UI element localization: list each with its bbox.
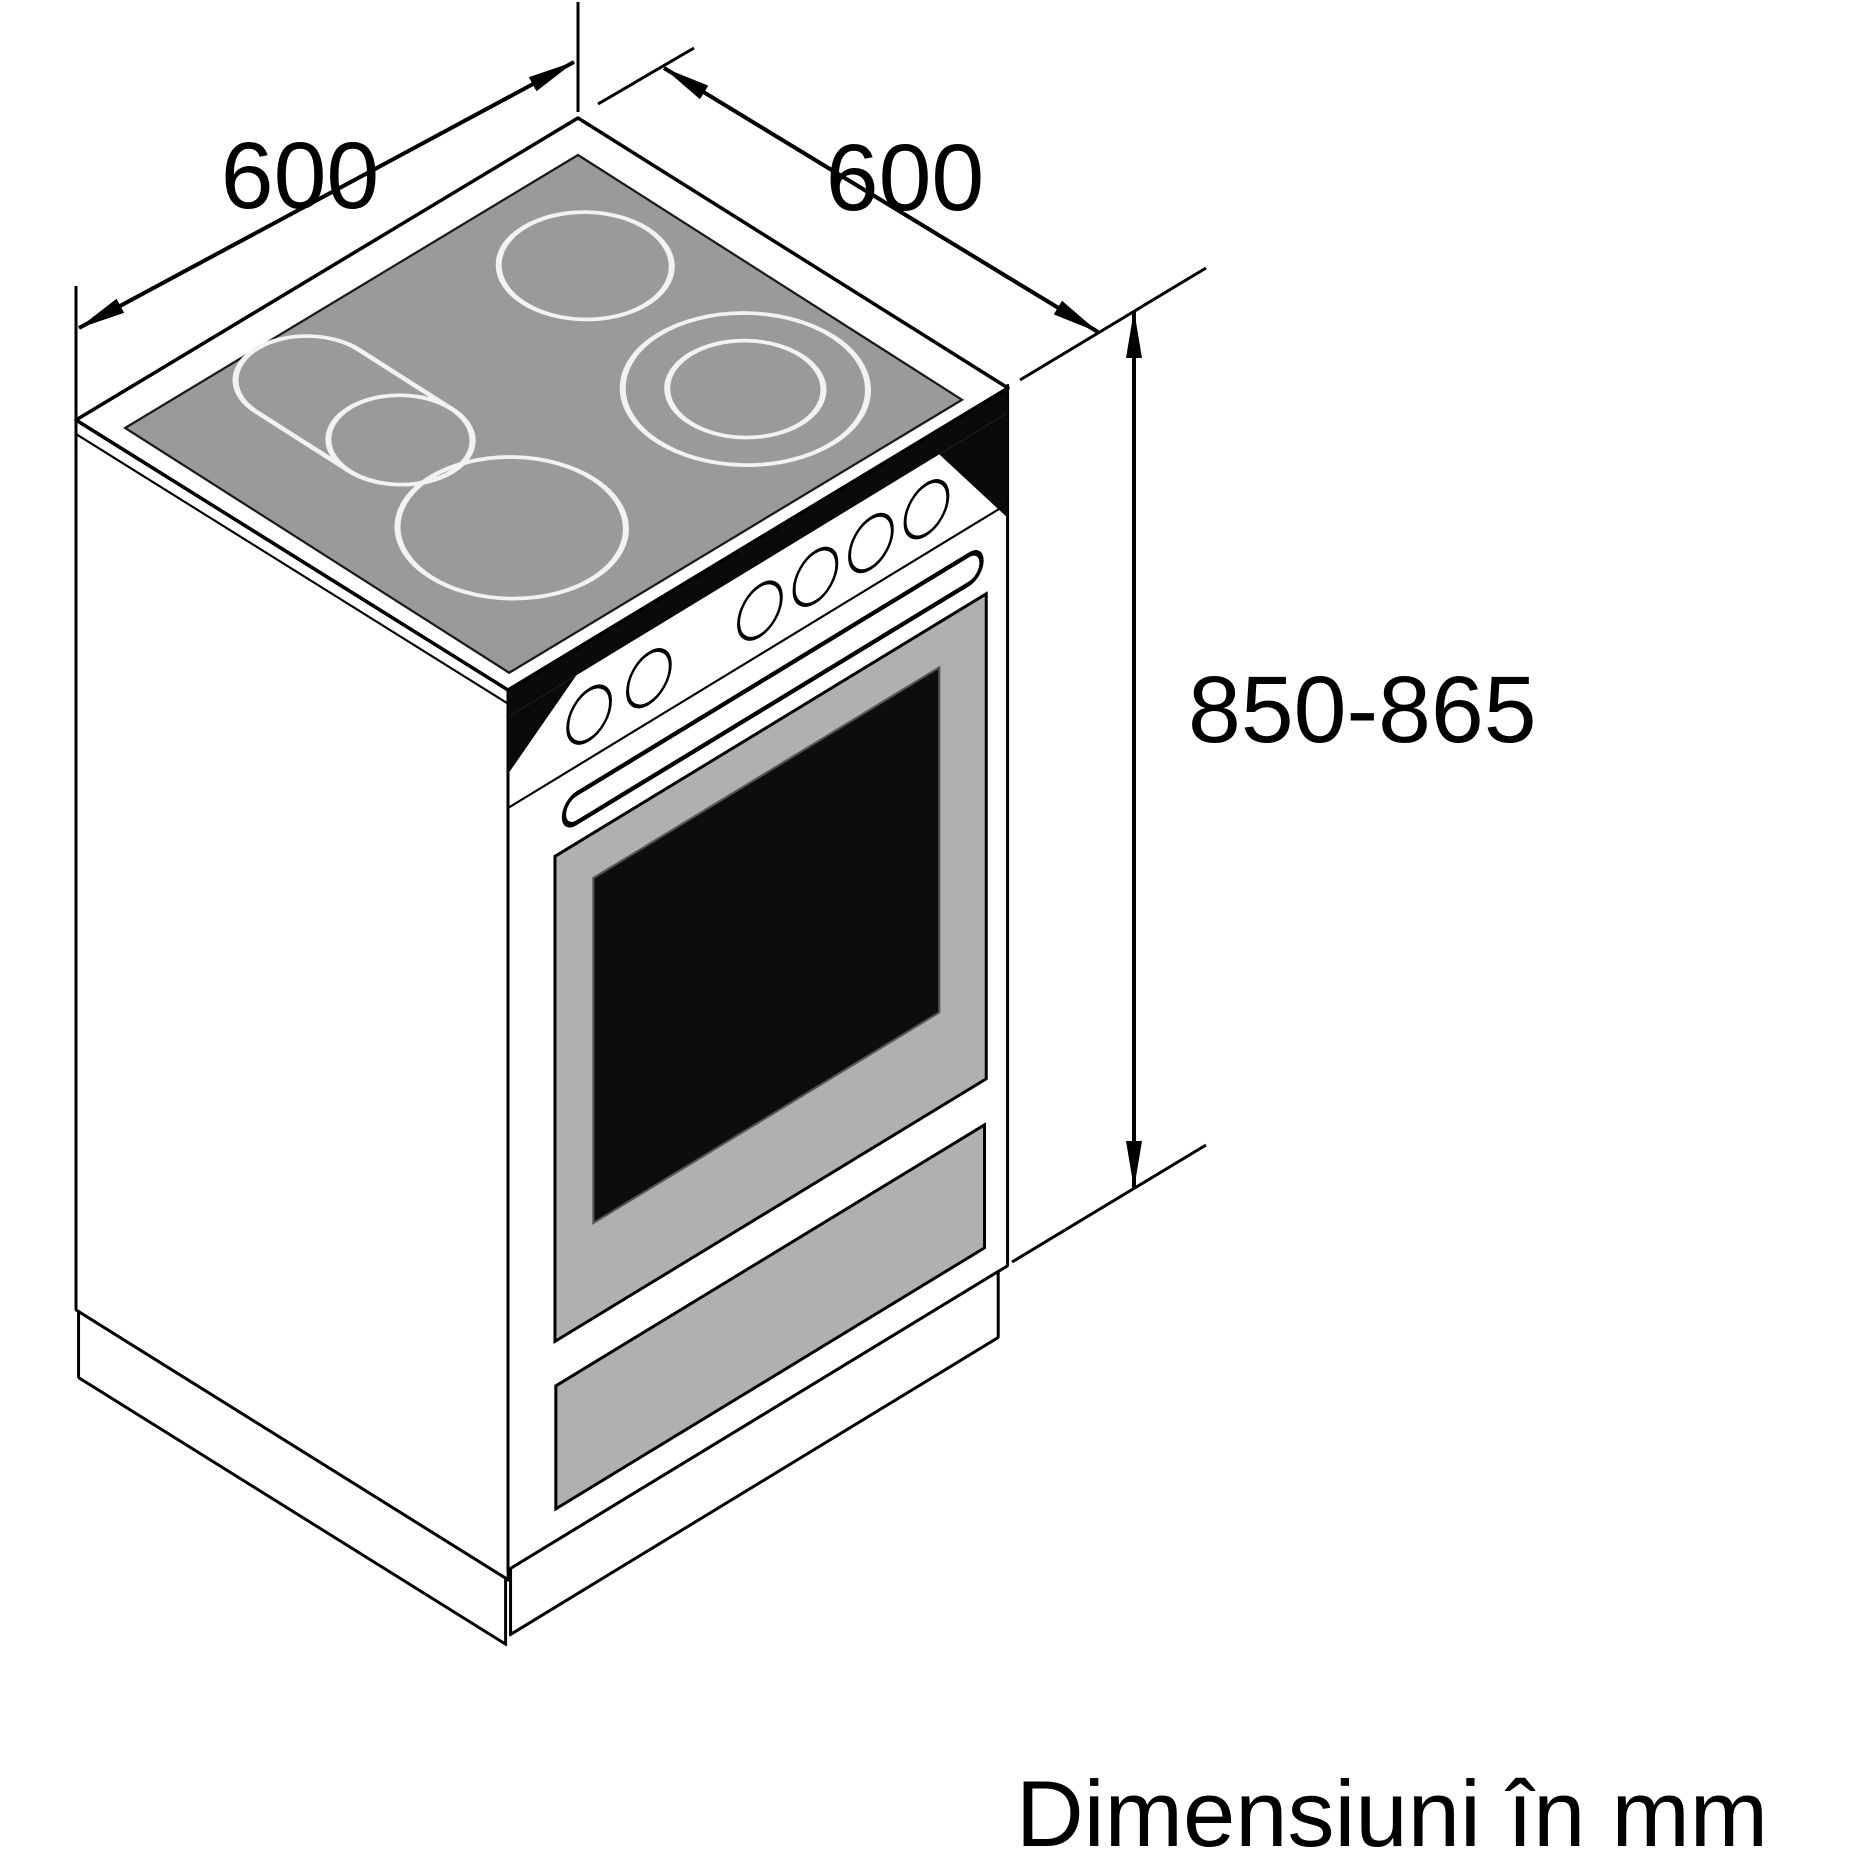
- control-knob-3: [737, 580, 783, 641]
- height-dimension-label: 850-865: [1188, 657, 1537, 763]
- burner-front: [394, 455, 629, 601]
- cooker-left-side: [74, 418, 510, 1647]
- dimension-annotations: 600 600 850-865: [74, 2, 1537, 1264]
- left-rim-line: [76, 432, 509, 706]
- control-knob-6: [903, 479, 950, 540]
- burner-right-outer-ring: [619, 311, 871, 467]
- control-knob-4: [792, 546, 839, 607]
- control-panel-divider: [508, 502, 1008, 810]
- front-plinth: [509, 1269, 1000, 1637]
- depth-extension-line-left: [597, 46, 695, 106]
- height-extension-line-bottom: [1011, 1143, 1207, 1264]
- cooker-illustration: [74, 116, 1010, 1647]
- cooker-front: [506, 383, 1010, 1637]
- hob-edge-trim: [508, 385, 1008, 717]
- width-dimension-label: 600: [221, 123, 380, 229]
- units-caption: Dimensiuni în mm: [1016, 1761, 1768, 1866]
- depth-extension-line-right: [1019, 266, 1207, 382]
- oven-window: [592, 665, 941, 1225]
- oven-handle: [566, 555, 980, 822]
- burner-right-inner-ring: [664, 338, 827, 440]
- left-side-plinth: [77, 1309, 508, 1647]
- control-knob-5: [848, 512, 894, 574]
- burner-oval-inner-ring: [325, 393, 476, 487]
- hob-edge-trim-right: [939, 412, 1008, 518]
- depth-dimension-label: 600: [826, 125, 985, 231]
- control-knob-1: [566, 684, 612, 745]
- hob-edge-trim-left: [508, 675, 577, 774]
- storage-drawer: [554, 1122, 987, 1512]
- width-dimension-arrow: [78, 60, 575, 330]
- control-knob-2: [626, 648, 672, 709]
- depth-dimension-arrow: [662, 66, 1100, 334]
